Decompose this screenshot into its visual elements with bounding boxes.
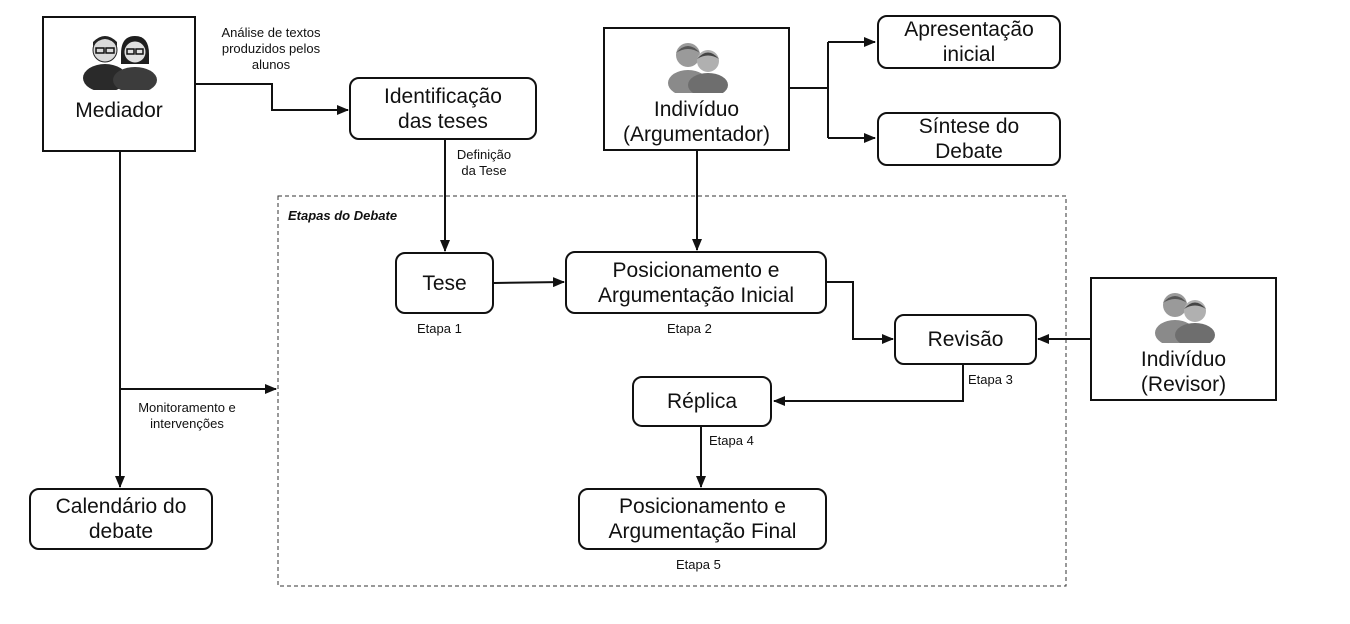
identificacao-node: Identificação das teses — [349, 77, 537, 140]
tese-node: Tese — [395, 252, 494, 314]
mediator-people-icon — [83, 36, 157, 90]
etapa4-label: Etapa 4 — [709, 433, 754, 448]
monitoramento-label: Monitoramento e intervenções — [138, 400, 236, 431]
edge-tese-posicionamento — [493, 277, 565, 288]
etapa1-label: Etapa 1 — [417, 321, 462, 336]
argumentador-node: Indivíduo (Argumentador) — [603, 27, 790, 151]
replica-node: Réplica — [632, 376, 772, 427]
mediador-node: Mediador — [42, 16, 196, 152]
edge-posicionamento-revisao — [827, 281, 894, 344]
people-icon — [667, 43, 728, 93]
etapa2-label: Etapa 2 — [667, 321, 712, 336]
apresentacao-node: Apresentação inicial — [877, 15, 1061, 69]
calendario-node: Calendário do debate — [29, 488, 213, 550]
definicao-label: Definição da Tese — [456, 147, 512, 178]
mediador-label: Mediador — [75, 99, 163, 122]
etapa5-label: Etapa 5 — [676, 557, 721, 572]
sintese-node: Síntese do Debate — [877, 112, 1061, 166]
revisao-node: Revisão — [894, 314, 1037, 365]
etapas-group-border — [277, 195, 1067, 587]
posicionamento-final-node: Posicionamento e Argumentação Final — [578, 488, 827, 550]
revisor-node: Indivíduo (Revisor) — [1090, 277, 1277, 401]
edge-mediador-identificacao — [196, 83, 349, 115]
etapa3-label: Etapa 3 — [968, 372, 1013, 387]
etapas-group-title: Etapas do Debate — [288, 208, 398, 223]
edge-revisao-replica — [773, 364, 964, 406]
posicionamento-inicial-node: Posicionamento e Argumentação Inicial — [565, 251, 827, 314]
people-icon — [1154, 293, 1215, 343]
analise-label: Análise de textos produzidos pelos aluno… — [221, 25, 321, 72]
